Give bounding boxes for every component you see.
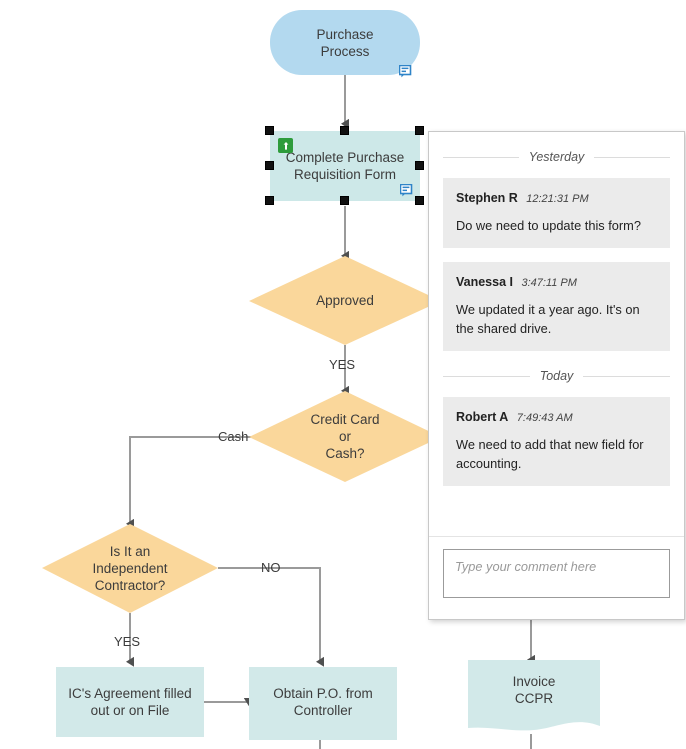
comment-author: Vanessa I <box>456 275 513 289</box>
shape-approved <box>249 256 441 345</box>
day-label-yesterday: Yesterday <box>528 150 585 164</box>
shape-invoice-ccpr <box>468 660 600 731</box>
comment-author: Stephen R <box>456 191 518 205</box>
shape-ic-agreement <box>56 667 204 737</box>
connector-contractor-no-to-po <box>218 567 324 667</box>
divider-rule-right <box>594 156 670 158</box>
comment-icon-complete-purchase-requisition-form[interactable] <box>399 183 414 197</box>
selection-handle-top-left[interactable] <box>265 126 274 135</box>
edge-label-approved-yes: YES <box>329 357 356 372</box>
comment-author: Robert A <box>456 410 509 424</box>
connector-creditcard-cash-to-contractor <box>126 436 263 529</box>
day-divider-today: Today <box>443 369 670 383</box>
comment-text: Do we need to update this form? <box>456 218 641 233</box>
comment-timestamp: 7:49:43 AM <box>516 412 573 424</box>
selection-handle-top-center[interactable] <box>340 126 349 135</box>
comment-input[interactable] <box>443 549 670 598</box>
comment-timestamp: 3:47:11 PM <box>521 277 577 289</box>
comment-item[interactable]: Stephen R 12:21:31 PM Do we need to upda… <box>443 178 670 248</box>
selection-handle-middle-left[interactable] <box>265 161 274 170</box>
comment-text: We updated it a year ago. It's on the sh… <box>456 302 640 336</box>
selection-handle-bottom-left[interactable] <box>265 196 274 205</box>
edge-label-contractor-yes: YES <box>114 634 141 649</box>
status-up-badge[interactable] <box>278 138 293 153</box>
edge-label-cash: Cash <box>218 429 249 444</box>
comment-item[interactable]: Vanessa I 3:47:11 PM We updated it a yea… <box>443 262 670 351</box>
comment-timestamp: 12:21:31 PM <box>526 193 589 205</box>
divider-rule-right <box>583 375 670 377</box>
comment-header: Robert A 7:49:43 AM <box>456 408 657 426</box>
selection-handle-top-right[interactable] <box>415 126 424 135</box>
comment-compose-area <box>429 536 684 619</box>
comment-list: Yesterday Stephen R 12:21:31 PM Do we ne… <box>429 132 684 536</box>
comment-header: Vanessa I 3:47:11 PM <box>456 273 657 291</box>
day-divider-yesterday: Yesterday <box>443 150 670 164</box>
comment-header: Stephen R 12:21:31 PM <box>456 189 657 207</box>
selection-handle-bottom-right[interactable] <box>415 196 424 205</box>
divider-rule-left <box>443 375 530 377</box>
shape-purchase-process <box>270 10 420 75</box>
badge-arrow-icon <box>283 141 288 150</box>
divider-rule-left <box>443 156 519 158</box>
day-label-today: Today <box>539 369 574 383</box>
selection-handle-middle-right[interactable] <box>415 161 424 170</box>
shape-independent-contractor <box>42 524 218 613</box>
comment-icon-purchase-process[interactable] <box>398 64 413 78</box>
edge-label-contractor-no: NO <box>261 560 281 575</box>
comment-panel: Yesterday Stephen R 12:21:31 PM Do we ne… <box>428 131 685 620</box>
selection-handle-bottom-center[interactable] <box>340 196 349 205</box>
shape-obtain-po <box>249 667 397 740</box>
shape-credit-card-or-cash <box>249 391 441 482</box>
shape-complete-purchase-requisition-form <box>270 131 420 201</box>
comment-text: We need to add that new field for accoun… <box>456 437 644 471</box>
comment-item[interactable]: Robert A 7:49:43 AM We need to add that … <box>443 397 670 486</box>
